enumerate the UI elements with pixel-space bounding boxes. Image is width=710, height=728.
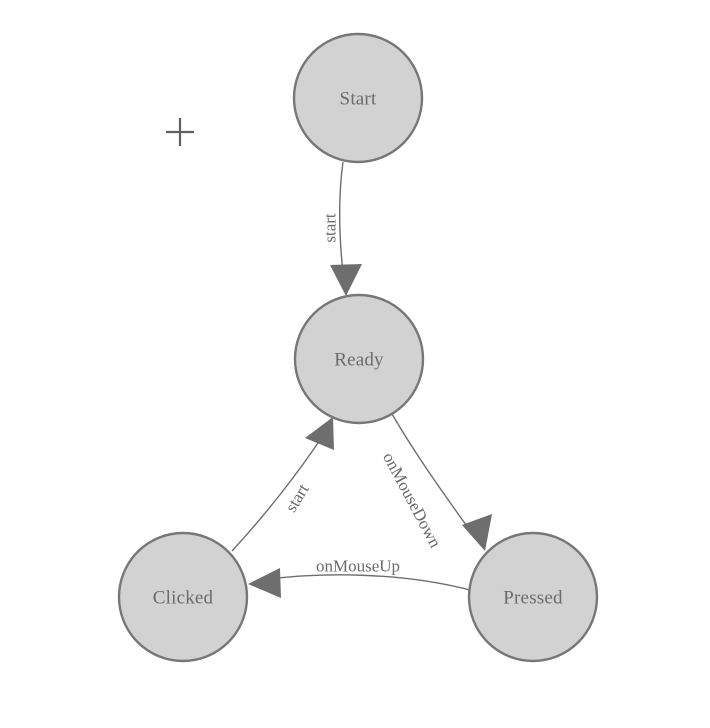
edge-clicked-to-ready-arrowhead [305,417,334,450]
edge-pressed-to-clicked-path [261,574,471,591]
edge-clicked-to-ready-path [231,436,323,552]
node-pressed-circle [467,531,599,663]
edge-label-ready-to-pressed: onMouseDown [379,449,445,551]
edge-start-to-ready-arrowhead [330,264,362,296]
edge-pressed-to-clicked[interactable]: onMouseUp [248,557,471,599]
node-clicked-circle [117,531,249,663]
edge-label-start-to-ready: start [321,213,340,243]
edge-ready-to-pressed-arrowhead [462,514,492,551]
node-start[interactable]: Start [292,32,424,164]
node-pressed-label: Pressed [503,588,563,609]
edge-ready-to-pressed[interactable]: onMouseDown [379,413,492,551]
node-ready[interactable]: Ready [293,293,425,425]
edge-label-pressed-to-clicked: onMouseUp [316,557,400,576]
edge-clicked-to-ready[interactable]: start [231,417,334,552]
node-start-label: Start [340,89,377,110]
node-ready-label: Ready [334,350,384,371]
node-clicked-label: Clicked [153,588,214,609]
edge-pressed-to-clicked-arrowhead [248,568,281,598]
edge-label-clicked-to-ready: start [281,480,313,515]
node-ready-circle [293,293,425,425]
node-start-circle [292,32,424,164]
node-clicked[interactable]: Clicked [117,531,249,663]
node-pressed[interactable]: Pressed [467,531,599,663]
edge-start-to-ready[interactable]: start [321,161,363,296]
plus-marker[interactable] [166,118,194,146]
